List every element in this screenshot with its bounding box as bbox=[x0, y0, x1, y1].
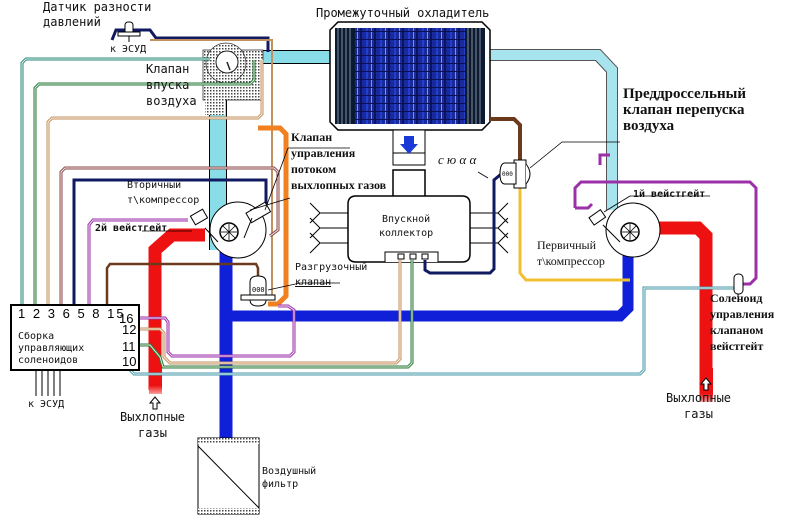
label-line: управляющих bbox=[18, 343, 85, 354]
label-line: воздуха bbox=[146, 94, 197, 108]
label-line: т\компрессор bbox=[537, 254, 605, 268]
air-filter bbox=[197, 437, 260, 515]
exhaust-right-label: Выхлопные газы bbox=[666, 390, 731, 422]
label-line: вейстгейт bbox=[710, 339, 764, 353]
pressure-sensor bbox=[117, 21, 141, 42]
exhaust-pipes bbox=[148, 221, 713, 402]
intake-manifold bbox=[309, 195, 509, 263]
label-line: Сборка bbox=[18, 331, 55, 342]
exhaust-flow-valve-label: Клапан управления потоком выхлопных газо… bbox=[291, 129, 386, 193]
relief-valve: 000 bbox=[240, 275, 276, 307]
label-line: клапан bbox=[295, 277, 332, 288]
label-line: впуска bbox=[146, 78, 190, 92]
port-label: 2 bbox=[32, 306, 43, 321]
label-line: Впускной bbox=[382, 214, 431, 225]
relief-valve-label: Разгрузочный клапан bbox=[295, 260, 367, 290]
throttle-bypass-valve: 000 bbox=[499, 159, 531, 189]
label-line: Выхлопные bbox=[120, 410, 186, 424]
label-line: соленоидов bbox=[18, 355, 79, 366]
throttle-body bbox=[392, 129, 426, 198]
port-label: 3 bbox=[47, 306, 57, 321]
exhaust-left-label: Выхлопные газы bbox=[120, 409, 185, 441]
to-ecu-top-label: к ЭСУД bbox=[110, 44, 147, 55]
secondary-turbo bbox=[189, 201, 272, 259]
port-11: 11 bbox=[122, 339, 136, 354]
label-line: фильтр bbox=[262, 479, 299, 490]
svg-text:000: 000 bbox=[502, 171, 513, 178]
port-label: 6 bbox=[62, 306, 72, 321]
label-line: управления bbox=[291, 146, 356, 160]
intake-air-pipes bbox=[219, 240, 634, 440]
label-line: потоком bbox=[291, 162, 337, 176]
port-10: 10 bbox=[122, 354, 137, 369]
solenoid-block-label: Сборка управляющих соленоидов bbox=[18, 331, 84, 367]
intercooler bbox=[329, 21, 491, 131]
label-line: газы bbox=[138, 426, 167, 440]
label-line: управления bbox=[710, 307, 775, 321]
label-line: Клапан bbox=[146, 62, 190, 76]
air-filter-label: Воздушный фильтр bbox=[262, 465, 316, 491]
primary-turbo bbox=[588, 202, 661, 258]
label-line: выхлопных газов bbox=[291, 178, 387, 192]
label-line: т\компрессор bbox=[127, 195, 200, 206]
label-line: Датчик разности bbox=[43, 0, 152, 14]
secondary-turbo-label: Вторичный т\компрессор bbox=[127, 178, 199, 208]
label-line: клапаном bbox=[710, 323, 764, 337]
label-line: Соленоид bbox=[710, 291, 763, 305]
label-line: Выхлопные bbox=[666, 391, 732, 405]
intercooler-label: Промежуточный охладитель bbox=[316, 6, 490, 20]
label-line: Первичный bbox=[537, 238, 597, 252]
airflow-arrow-icon bbox=[400, 144, 418, 154]
label-line: давлений bbox=[43, 15, 101, 29]
intake-valve-label: Клапан впуска воздуха bbox=[146, 61, 197, 109]
wastegate-solenoid bbox=[733, 273, 744, 302]
throttle-bypass-label: Преддроссельный клапан перепуска воздуха bbox=[623, 86, 746, 134]
exhaust-arrow-right-icon bbox=[699, 377, 713, 391]
label-line: Разгрузочный bbox=[295, 262, 368, 273]
primary-turbo-label: Первичный т\компрессор bbox=[537, 237, 605, 269]
solenoid-block bbox=[10, 304, 140, 396]
label-line: воздуха bbox=[623, 118, 675, 134]
port-label: 8 bbox=[92, 306, 102, 321]
pressure-sensor-label: Датчик разности давлений bbox=[43, 0, 151, 30]
leader-lines bbox=[142, 141, 710, 291]
wastegate-2-label: 2й вейстгейт bbox=[95, 223, 168, 234]
wastegate-solenoid-label: Соленоид управления клапаном вейстгейт bbox=[710, 290, 774, 354]
wastegate-1-label: 1й вейстгейт bbox=[633, 189, 706, 200]
solenoid-ports-top: 1 2 3 6 5 8 15 bbox=[18, 306, 126, 321]
intake-manifold-label: Впускной коллектор bbox=[379, 213, 433, 241]
to-ecu-bottom-label: к ЭСУД bbox=[28, 399, 65, 410]
port-16: 16 bbox=[119, 311, 134, 326]
signal-lines bbox=[20, 28, 758, 376]
label-line: Вторичный bbox=[127, 180, 182, 191]
label-line: Воздушный bbox=[262, 466, 317, 477]
exhaust-arrow-left-icon bbox=[148, 396, 162, 410]
label-line: коллектор bbox=[379, 228, 434, 239]
label-line: газы bbox=[684, 407, 713, 421]
port-label: 15 bbox=[107, 306, 126, 321]
port-12: 12 bbox=[122, 322, 137, 337]
label-line: Преддроссельный bbox=[623, 86, 746, 102]
label-line: Клапан bbox=[291, 130, 333, 144]
label-line: клапан перепуска bbox=[623, 102, 745, 118]
svg-text:000: 000 bbox=[252, 286, 265, 294]
handwritten-note: с ю α α bbox=[438, 152, 477, 167]
port-label: 5 bbox=[77, 306, 87, 321]
port-label: 1 bbox=[18, 306, 28, 321]
